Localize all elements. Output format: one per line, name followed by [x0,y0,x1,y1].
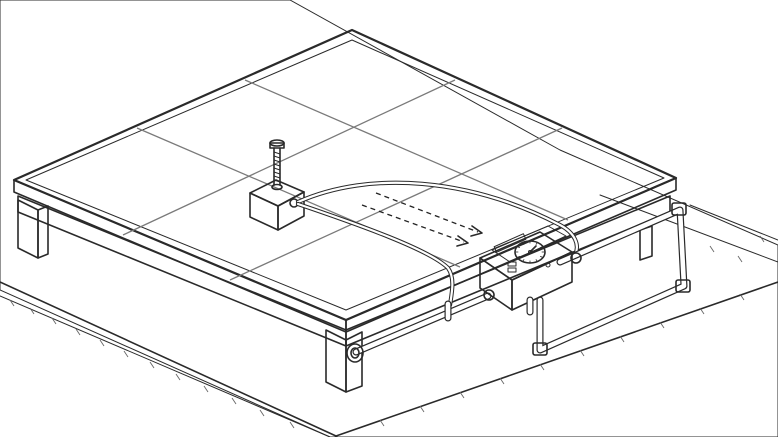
gauge-dial [514,240,546,264]
pipe-loop [352,202,691,356]
platform-frame [17,195,671,393]
dial-tick [517,255,521,258]
control-gauge-unit [479,225,582,316]
flow-arrows [361,192,483,247]
panel-platform [12,28,678,333]
dial-tick [535,259,538,262]
sensor-cable [295,180,579,308]
dial-tick [517,246,521,249]
dial-ticks [515,241,545,263]
weight-sensor-box [249,179,305,231]
dial-tick [539,255,543,258]
dial-tick [522,259,525,262]
dial-tick [535,242,538,245]
drain-valve [346,289,495,363]
dial-tick [539,246,543,249]
dial-tick [522,242,525,245]
